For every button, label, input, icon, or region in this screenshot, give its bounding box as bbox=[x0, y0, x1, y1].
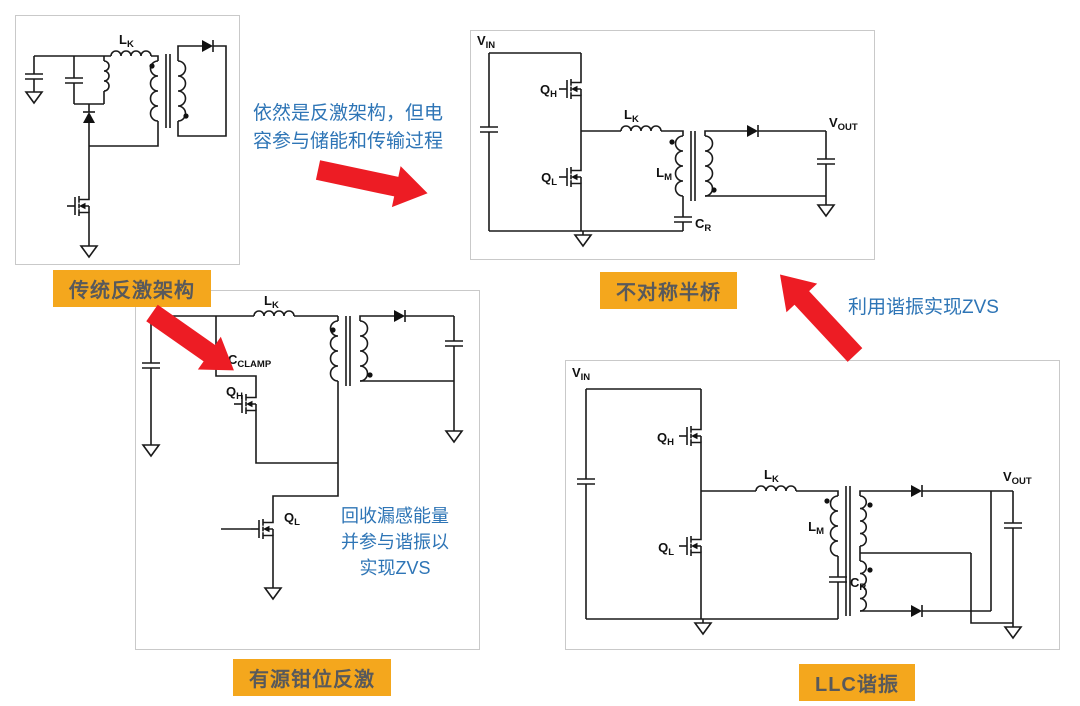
flyback-circuit-panel: LK bbox=[15, 15, 240, 265]
red-arrow bbox=[779, 274, 863, 362]
note-llc-to-ahb: 利用谐振实现ZVS bbox=[848, 297, 999, 318]
label-qh: QH bbox=[226, 384, 243, 402]
mosfet-qh bbox=[678, 417, 702, 455]
flyback-circuit-diagram: LK bbox=[24, 32, 227, 258]
inductor-lk bbox=[620, 125, 662, 132]
ground-icon bbox=[574, 230, 592, 247]
output-capacitor bbox=[1003, 522, 1023, 529]
label-qh: QH bbox=[657, 430, 674, 448]
capacitor-cr bbox=[673, 216, 693, 223]
clamp-coil bbox=[103, 60, 110, 92]
wiring bbox=[585, 388, 1014, 624]
mosfet-qh bbox=[558, 70, 582, 108]
arrow-llc-to-ahb bbox=[779, 274, 863, 362]
output-diode bbox=[393, 309, 406, 323]
caption-llc: LLC谐振 bbox=[799, 664, 915, 701]
label-lk: LK bbox=[264, 293, 279, 311]
clamp-capacitor bbox=[64, 77, 84, 84]
ground-icon bbox=[264, 583, 282, 600]
label-lm: LM bbox=[656, 165, 672, 183]
transformer-primary bbox=[149, 60, 159, 122]
acf-circuit-diagram: LK CCLAMP QH QL bbox=[141, 293, 464, 600]
ground-icon bbox=[445, 426, 463, 443]
label-ql: QL bbox=[284, 510, 300, 528]
polarity-dot bbox=[149, 63, 155, 69]
polarity-dot bbox=[669, 139, 675, 145]
mosfet-ql bbox=[678, 527, 702, 565]
output-capacitor bbox=[816, 158, 836, 165]
input-capacitor bbox=[576, 478, 596, 485]
polarity-dot bbox=[183, 113, 189, 119]
label-qh: QH bbox=[540, 82, 557, 100]
output-capacitor bbox=[444, 340, 464, 347]
transformer-primary bbox=[674, 135, 684, 197]
red-arrow bbox=[315, 160, 428, 208]
mosfet-ql bbox=[250, 510, 274, 548]
rectifier-diode-top bbox=[910, 484, 923, 498]
note-flyback-to-ahb: 依然是反激架构，但电容参与储能和传输过程 bbox=[252, 103, 443, 152]
transformer-primary bbox=[829, 495, 839, 557]
inductor-lk bbox=[755, 485, 797, 492]
ground-icon bbox=[25, 87, 43, 104]
rectifier-diode-bottom bbox=[910, 604, 923, 618]
ahb-circuit-panel: VIN QH QL LK LM CR VOUT bbox=[470, 30, 875, 260]
label-vin: VIN bbox=[477, 33, 495, 51]
label-lm: LM bbox=[808, 519, 824, 537]
transformer-secondary-top bbox=[859, 495, 868, 547]
label-cr: CR bbox=[695, 216, 711, 234]
transformer-secondary bbox=[359, 320, 369, 382]
label-ql: QL bbox=[658, 540, 674, 558]
label-vout: VOUT bbox=[829, 115, 858, 133]
llc-circuit-panel: VIN QH QL LK LM CR VOUT bbox=[565, 360, 1060, 650]
output-diode bbox=[201, 39, 214, 53]
llc-circuit-diagram: VIN QH QL LK LM CR VOUT bbox=[572, 365, 1032, 639]
arrow-flyback-to-acf bbox=[146, 304, 234, 371]
mosfet-ql bbox=[558, 158, 582, 196]
ground-icon bbox=[1004, 622, 1022, 639]
mosfet-switch bbox=[66, 187, 90, 225]
output-diode bbox=[746, 124, 759, 138]
polarity-dot bbox=[867, 502, 873, 508]
ground-icon bbox=[694, 618, 712, 635]
label-lk: LK bbox=[764, 467, 779, 485]
ahb-circuit-diagram: VIN QH QL LK LM CR VOUT bbox=[477, 33, 858, 247]
arrow-flyback-to-ahb bbox=[315, 160, 428, 208]
caption-flyback: 传统反激架构 bbox=[53, 270, 211, 307]
polarity-dot bbox=[711, 187, 717, 193]
red-arrow bbox=[146, 304, 234, 371]
input-capacitor bbox=[479, 126, 499, 133]
label-cclamp: CCLAMP bbox=[228, 352, 272, 370]
label-vout: VOUT bbox=[1003, 469, 1032, 487]
inductor-lk bbox=[110, 50, 152, 57]
polarity-dot bbox=[367, 372, 373, 378]
label-vin: VIN bbox=[572, 365, 590, 383]
input-capacitor bbox=[24, 73, 44, 80]
polarity-dot bbox=[330, 327, 336, 333]
label-cr: CR bbox=[850, 575, 866, 593]
transformer-secondary bbox=[177, 60, 187, 122]
wiring bbox=[33, 45, 227, 242]
wiring bbox=[150, 315, 455, 584]
transformer-secondary bbox=[704, 135, 714, 197]
ground-icon bbox=[817, 200, 835, 217]
polarity-dot bbox=[867, 567, 873, 573]
capacitor-cr bbox=[828, 576, 848, 583]
caption-ahb: 不对称半桥 bbox=[600, 272, 737, 309]
polarity-dot bbox=[824, 498, 830, 504]
label-lk: LK bbox=[119, 32, 134, 50]
ground-icon bbox=[142, 440, 160, 457]
wiring bbox=[488, 52, 827, 232]
inductor-lk bbox=[253, 310, 295, 317]
note-acf: 回收漏感能量并参与谐振以实现ZVS bbox=[341, 506, 449, 579]
clamp-diode bbox=[82, 111, 96, 124]
label-lk: LK bbox=[624, 107, 639, 125]
label-ql: QL bbox=[541, 170, 557, 188]
ground-icon bbox=[80, 241, 98, 258]
caption-acf: 有源钳位反激 bbox=[233, 659, 391, 696]
